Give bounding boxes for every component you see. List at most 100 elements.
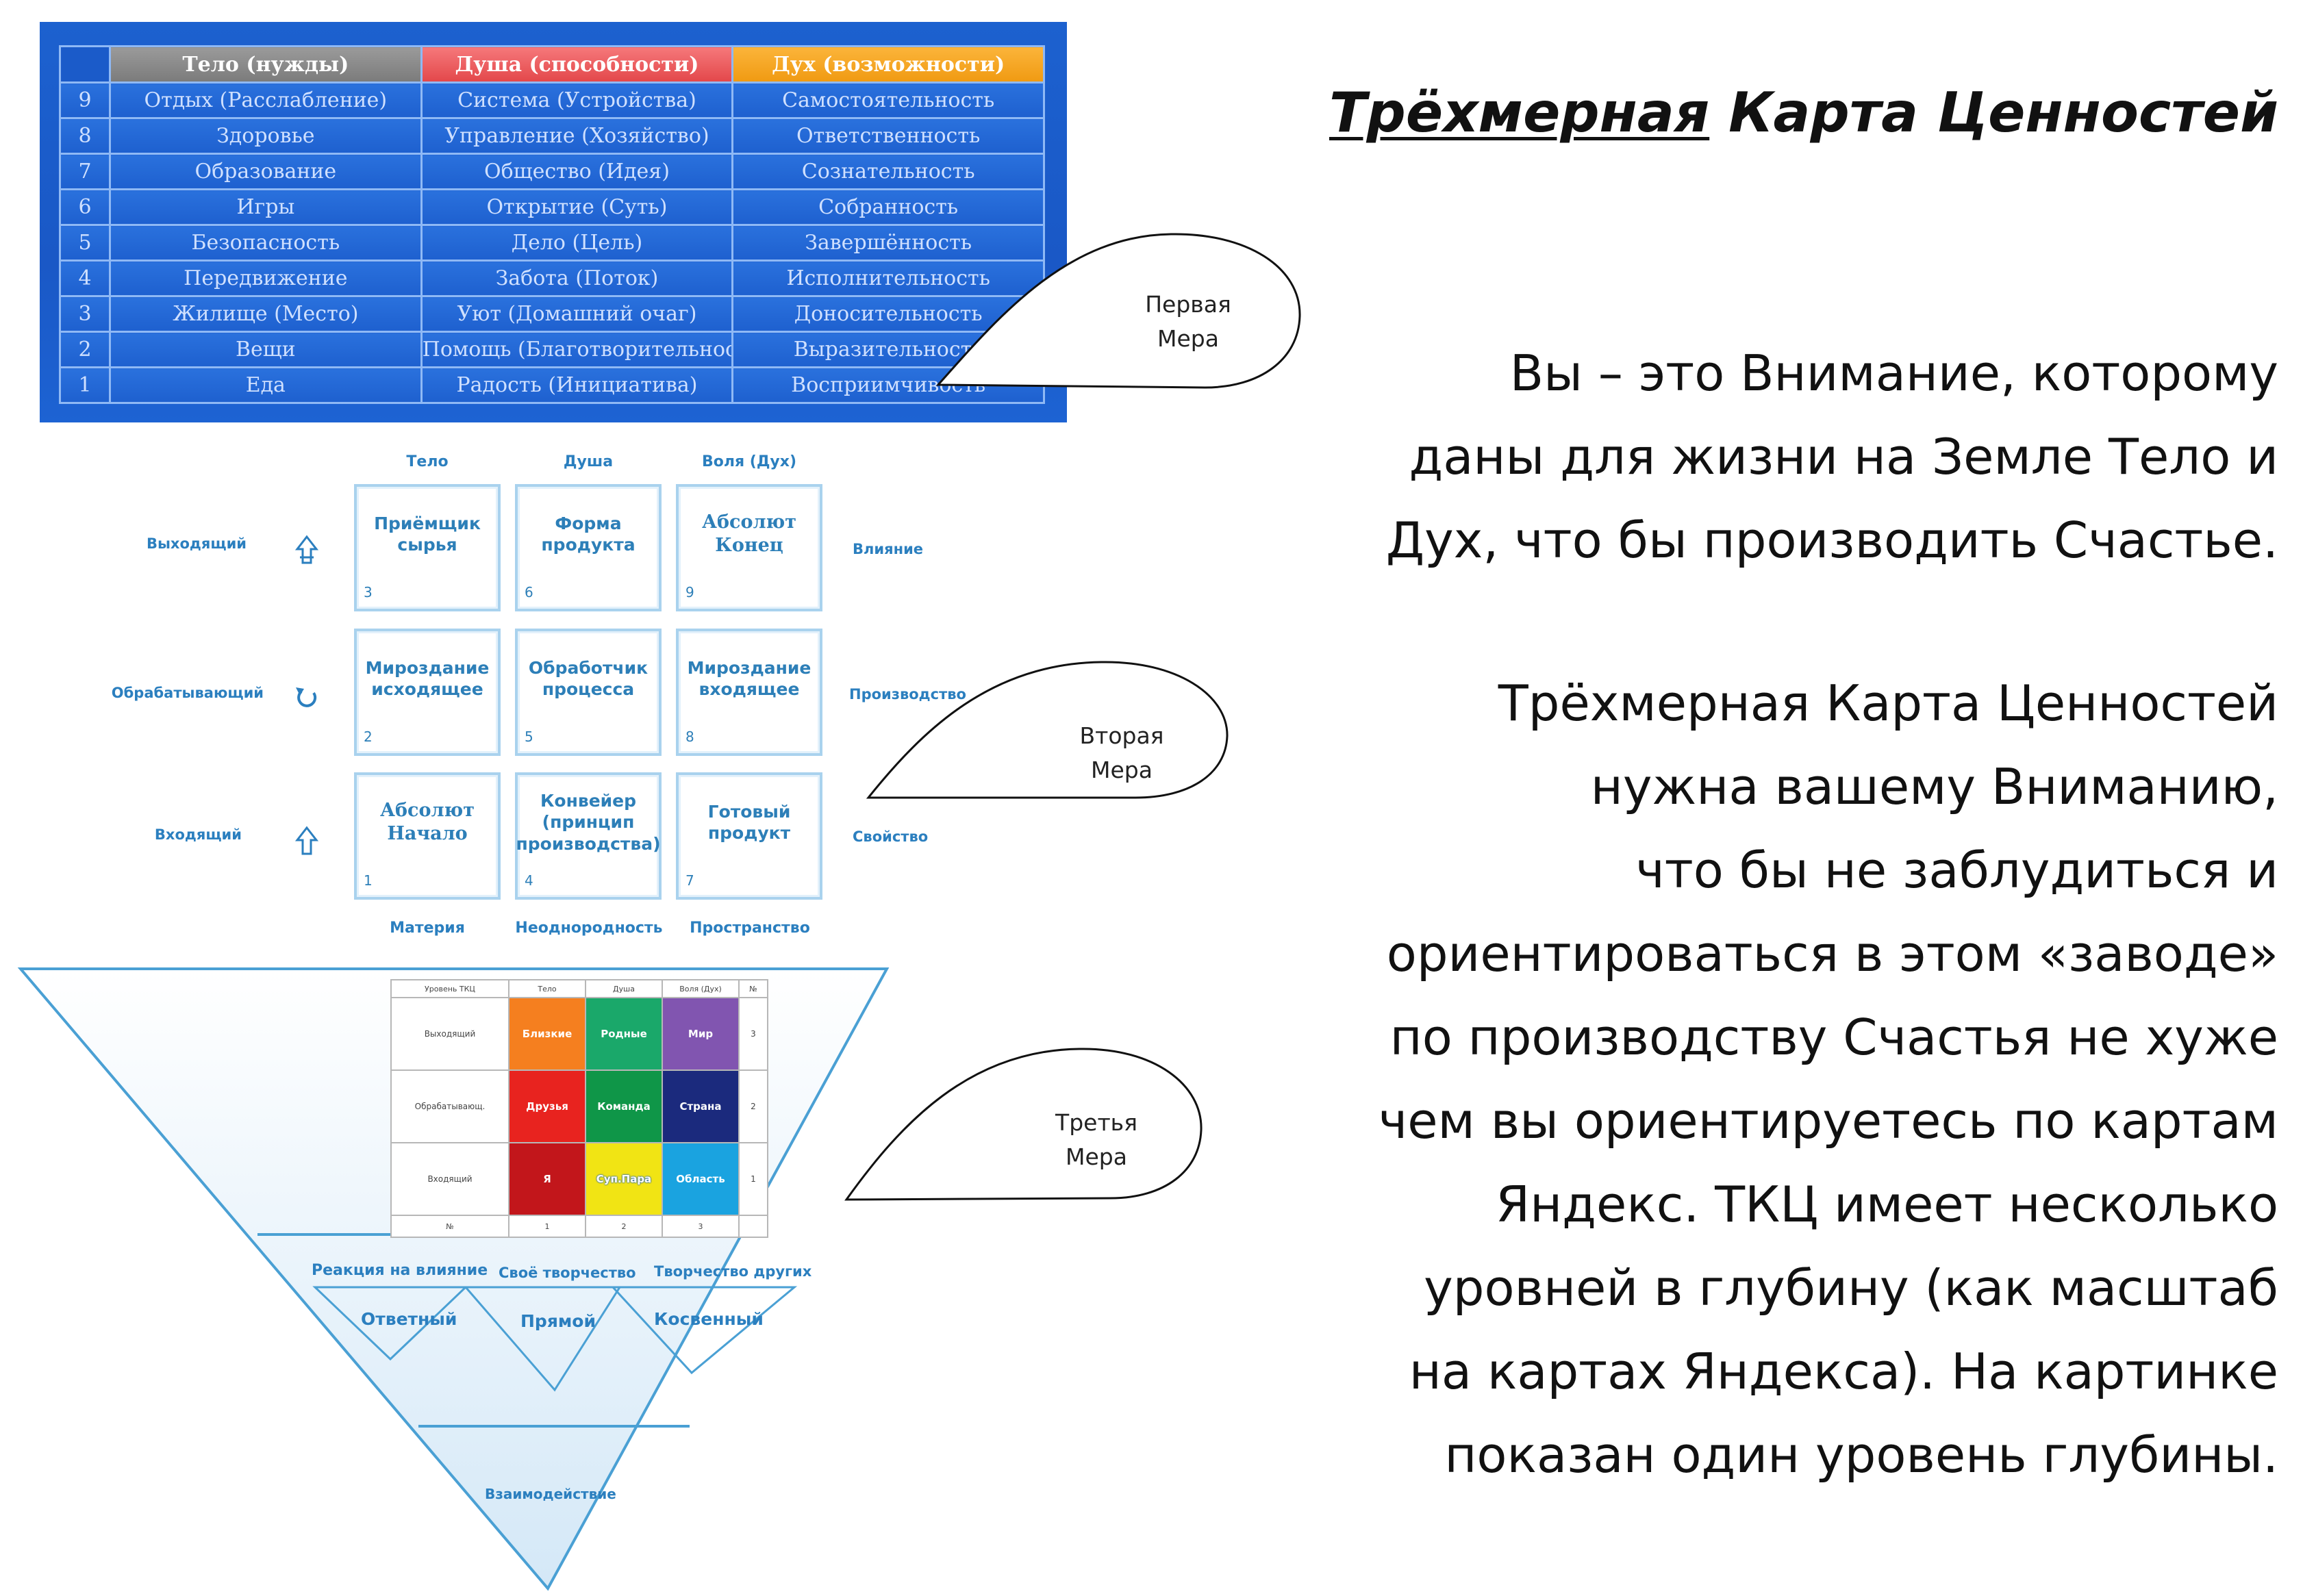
values-row-number: 4 <box>59 259 111 297</box>
pyramid-sub-triangle-middle <box>463 1286 622 1392</box>
grid-cell-number: 5 <box>525 729 533 745</box>
values-cell-soul: Уют (Домашний очаг) <box>420 295 734 333</box>
social-colored-cell: Родные <box>585 997 663 1071</box>
values-cell-body: Жилище (Место) <box>109 295 423 333</box>
grid-cell: Приёмщик сырья 3 <box>354 484 501 611</box>
description-line: нужна вашему Вниманию, <box>1590 758 2278 815</box>
grid-col-foot-matter: Материя <box>390 920 465 937</box>
grid-cell-label: Приёмщик сырья <box>374 513 481 555</box>
values-cell-spirit: Завершённость <box>731 224 1045 262</box>
callout-first-line1: Первая <box>1145 291 1231 318</box>
values-row-number: 5 <box>59 224 111 262</box>
values-cell-soul: Управление (Хозяйство) <box>420 117 734 155</box>
grid-cell-label: Готовый продукт <box>707 801 791 843</box>
social-colored-cell: Мир <box>662 997 740 1071</box>
grid-cell: Конвейер (принцип производства)4 <box>515 772 662 900</box>
callout-first-line2: Мера <box>1157 325 1219 352</box>
description-line: уровней в глубину (как масштаб <box>1424 1259 2278 1317</box>
callout-third-line2: Мера <box>1066 1143 1127 1170</box>
values-table-panel: Тело (нужды)Душа (способности)Дух (возмо… <box>40 22 1067 422</box>
values-cell-body: Передвижение <box>109 259 423 297</box>
callout-second-line1: Вторая <box>1079 722 1164 749</box>
social-level-cell: Обрабатывающ. <box>390 1069 509 1143</box>
arrow-up-icon <box>294 826 319 855</box>
grid-col-foot-space: Пространство <box>690 920 810 937</box>
callout-third-measure: Третья Мера <box>844 1048 1209 1205</box>
social-colored-cell: Страна <box>662 1069 740 1143</box>
grid-row-left-processing: Обрабатывающий <box>111 685 264 701</box>
intro-line: даны для жизни на Земле Тело и <box>1409 428 2279 485</box>
social-footer-cell: 2 <box>585 1215 663 1238</box>
social-footer-cell: 1 <box>508 1215 586 1238</box>
values-row-number: 1 <box>59 366 111 404</box>
values-cell-soul: Открытие (Суть) <box>420 188 734 226</box>
values-cell-soul: Помощь (Благотворительность) <box>420 331 734 368</box>
grid-cell-number: 1 <box>364 872 373 889</box>
grid-cell: Мироздание исходящее 2 <box>354 629 501 756</box>
values-header-spirit: Дух (возможности) <box>731 45 1045 84</box>
description-line: Трёхмерная Карта Ценностей <box>1498 674 2278 732</box>
grid-cell-number: 3 <box>364 584 373 600</box>
values-row-number: 7 <box>59 153 111 190</box>
social-footer-cell <box>738 1215 768 1238</box>
callout-first-measure: Первая Мера <box>935 233 1301 397</box>
description-paragraph: Трёхмерная Карта Ценностей нужна вашему В… <box>1379 661 2278 1497</box>
callout-third-line1: Третья <box>1055 1109 1137 1136</box>
page-title-underlined: Трёхмерная <box>1329 81 1710 144</box>
social-row-number: 2 <box>738 1069 768 1143</box>
social-level-cell: Выходящий <box>390 997 509 1071</box>
values-header-body: Тело (нужды) <box>109 45 423 84</box>
description-line: ориентироваться в этом «заводе» <box>1386 925 2278 983</box>
values-row-number: 9 <box>59 81 111 119</box>
pyramid-top-label-1: Реакция на влияние <box>312 1262 488 1279</box>
values-cell-soul: Общество (Идея) <box>420 153 734 190</box>
values-row-number: 2 <box>59 331 111 368</box>
pyramid-sub-triangle-left <box>312 1286 468 1361</box>
values-cell-soul: Забота (Поток) <box>420 259 734 297</box>
social-footer-cell: 3 <box>662 1215 740 1238</box>
grid-cell-label: Абсолют Начало <box>380 800 475 844</box>
grid-cell-number: 4 <box>525 872 533 889</box>
grid-cell-label: Обработчик процесса <box>528 657 649 699</box>
grid-cell: Обработчик процесса 5 <box>515 629 662 756</box>
social-colored-cell: Я <box>508 1142 586 1216</box>
grid-col-head-will: Воля (Дух) <box>701 453 796 470</box>
grid-cell-label: Мироздание исходящее <box>365 657 490 699</box>
grid-cell-number: 2 <box>364 729 373 745</box>
description-line: чем вы ориентируетесь по картам <box>1378 1092 2278 1150</box>
social-header-cell: Уровень ТКЦ <box>390 979 509 998</box>
social-row-number: 3 <box>738 997 768 1071</box>
grid-cell-label: Форма продукта <box>541 513 635 555</box>
values-table: Тело (нужды)Душа (способности)Дух (возмо… <box>59 45 1045 404</box>
social-colored-cell: Команда <box>585 1069 663 1143</box>
values-cell-spirit: Самостоятельность <box>731 81 1045 119</box>
pyramid-inner-label-1: Ответный <box>361 1309 457 1329</box>
social-header-cell: Воля (Дух) <box>662 979 740 998</box>
grid-row-right-influence: Влияние <box>853 541 924 557</box>
values-cell-spirit: Исполнительность <box>731 259 1045 297</box>
pyramid-top-label-2: Своё творчество <box>499 1265 636 1281</box>
arrow-up-outline-icon <box>294 535 319 564</box>
values-cell-soul: Система (Устройства) <box>420 81 734 119</box>
social-header-cell: Тело <box>508 979 586 998</box>
social-colored-cell: Суп.Пара <box>585 1142 663 1216</box>
description-line: по производству Счастья не хуже <box>1389 1009 2278 1066</box>
description-line: показан один уровень глубины. <box>1444 1426 2278 1484</box>
values-cell-soul: Радость (Инициатива) <box>420 366 734 404</box>
page-title: Трёхмерная Карта Ценностей <box>1329 81 2278 144</box>
